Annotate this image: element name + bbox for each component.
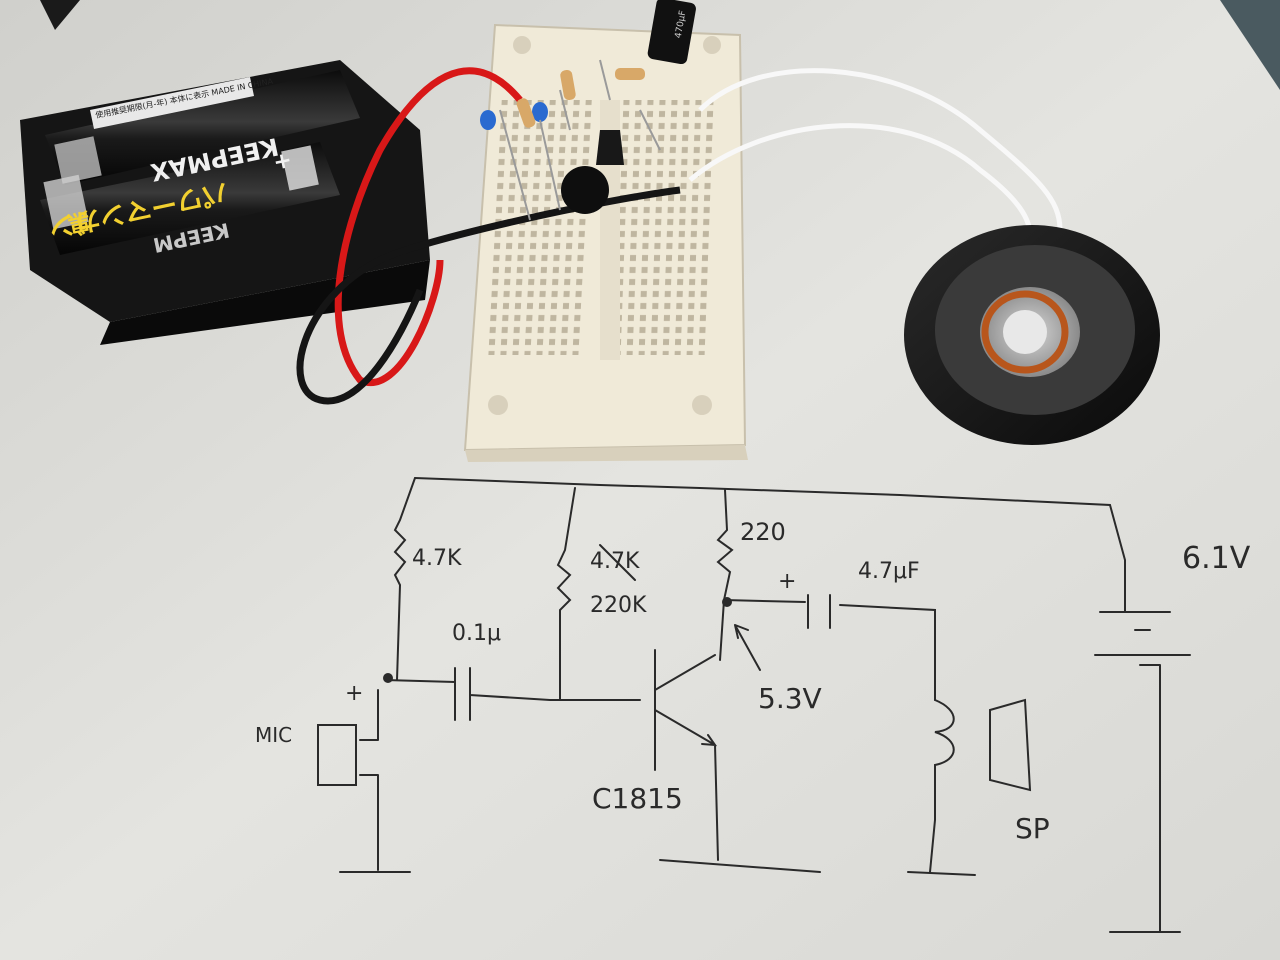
- r3-label: 220: [740, 518, 786, 546]
- supply-voltage-label: 6.1V: [1182, 541, 1251, 576]
- r2-label-crossed: 4.7K: [590, 549, 640, 574]
- battery-kanji: 黒: [65, 206, 92, 235]
- electrolytic-capacitor: [647, 0, 696, 65]
- c2-label: 4.7μF: [858, 559, 920, 584]
- schematic: [317, 477, 1191, 933]
- r2-label: 220K: [590, 593, 647, 618]
- ceramic-capacitor-1: [480, 110, 496, 130]
- capacitor-sleeve-text: 470μF: [674, 10, 689, 39]
- red-wire: [334, 67, 523, 387]
- pen-tip: [40, 0, 80, 30]
- battery-plus-sign: +: [271, 148, 294, 176]
- collector-voltage-label: 5.3V: [758, 682, 822, 715]
- microphone-capsule: [561, 166, 609, 214]
- black-wire: [296, 186, 681, 405]
- transistor: [596, 130, 624, 165]
- resistor-2: [560, 69, 576, 101]
- components: 470μF: [480, 0, 696, 221]
- voice-coil: [981, 290, 1069, 374]
- c1-label: 0.1μ: [452, 621, 501, 646]
- speaker-label: SP: [1015, 812, 1050, 845]
- ceramic-capacitor-2: [532, 102, 548, 122]
- table-corner: [1220, 0, 1280, 90]
- mic-polarity: +: [345, 681, 363, 706]
- resistor-3: [615, 68, 645, 80]
- resistor-1: [516, 98, 536, 128]
- speaker: [904, 225, 1160, 445]
- schematic-labels: 4.7K 4.7K 220K 220 0.1μ 4.7μF + MIC + C1…: [255, 518, 1251, 845]
- white-wire-1: [698, 68, 1063, 231]
- r1-label: 4.7K: [412, 546, 462, 571]
- transistor-label: C1815: [592, 782, 683, 815]
- c2-polarity: +: [778, 569, 796, 594]
- mic-label: MIC: [255, 723, 292, 747]
- white-wire-2: [688, 123, 1033, 236]
